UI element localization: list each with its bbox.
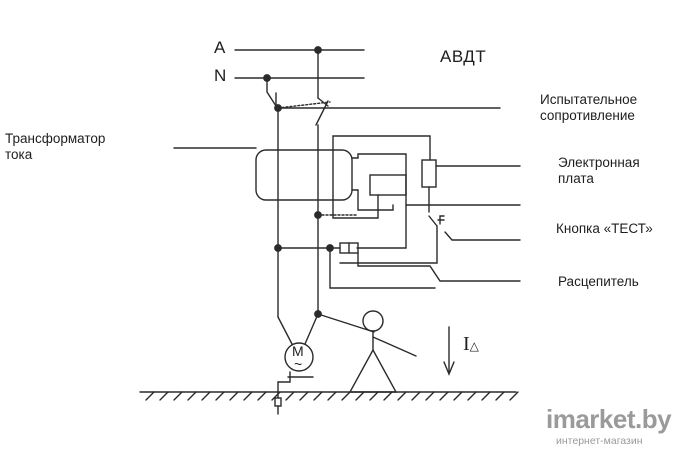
ground-electrode [274,397,282,407]
test-button-label: Кнопка «ТЕСТ» [556,221,653,236]
motor-tilde: ~ [294,356,303,372]
ground-hatch-stroke [257,391,267,401]
phase-label: A [214,38,226,57]
leakage-current-symbol: I [463,333,470,355]
ground-hatch-stroke [355,391,365,401]
test-resistor [421,159,437,188]
ground-hatch-stroke [243,391,253,401]
release-label: Расцепитель [558,274,639,289]
neutral-drop [266,77,277,107]
electronic-board-label: Электронная плата [558,155,640,186]
ground-hatch-stroke [341,391,351,401]
leakage-arrow-head [443,361,455,376]
electronic-board [369,174,407,196]
device-title: АВДТ [440,47,487,66]
transformer-label: Трансформатор тока [5,131,106,162]
test-button-callout [444,231,521,241]
current-transformer [255,149,353,201]
leakage-current-subscript: △ [469,339,479,353]
person-arm-touch [317,313,375,333]
watermark-sub: интернет-магазин [556,435,643,447]
ground-hatch-stroke [509,391,519,401]
motor-earth-link [277,371,291,383]
junction-dot [314,211,322,219]
ground-hatch-stroke [201,391,211,401]
switch-blade-a [315,100,329,126]
ground-hatch-stroke [481,391,491,401]
test-resistor-label: Испытательное сопротивление [540,92,638,123]
ground-hatch-stroke [159,391,169,401]
release-frame [329,247,436,289]
ground-hatch-stroke [229,391,239,401]
ground-hatch-stroke [369,391,379,401]
test-button-symbol [437,215,445,225]
ground-hatch-stroke [215,391,225,401]
person-arm [372,336,417,357]
motor-lead-a [304,313,319,345]
ground-hatch-stroke [299,391,309,401]
ground-hatch-stroke [271,391,281,401]
ground-hatch-stroke [411,391,421,401]
ground-hatch-stroke [397,391,407,401]
release-callout [357,252,521,282]
motor-symbol [284,342,314,372]
ground-hatch-stroke [467,391,477,401]
ground-hatch-stroke [173,391,183,401]
board-wire [357,189,394,211]
watermark-brand: imarket.by [546,404,672,434]
test-button-contact [428,215,438,227]
leakage-current-label: I△ [463,333,479,355]
junction-dot [274,244,282,252]
ground-hatch-stroke [313,391,323,401]
board-wire [356,153,407,249]
person-legs [348,348,398,393]
ground-hatching [145,391,519,401]
person-head [362,310,384,332]
ground-hatch-stroke [327,391,337,401]
test-button-lead [339,231,438,264]
ground-hatch-stroke [425,391,435,401]
ground-hatch-stroke [453,391,463,401]
board-wire [332,135,431,197]
board-wire [332,194,379,219]
motor-lead-n [277,316,293,345]
ground-hatch-stroke [439,391,449,401]
ground-hatch-stroke [383,391,393,401]
motor-letter: M [292,343,304,359]
ground-hatch-stroke [495,391,505,401]
neutral-label: N [214,66,227,85]
ground-hatch-stroke [187,391,197,401]
ground-hatch-stroke [145,391,155,401]
ground-hatch-stroke [285,391,295,401]
switch-linkage [277,101,331,109]
